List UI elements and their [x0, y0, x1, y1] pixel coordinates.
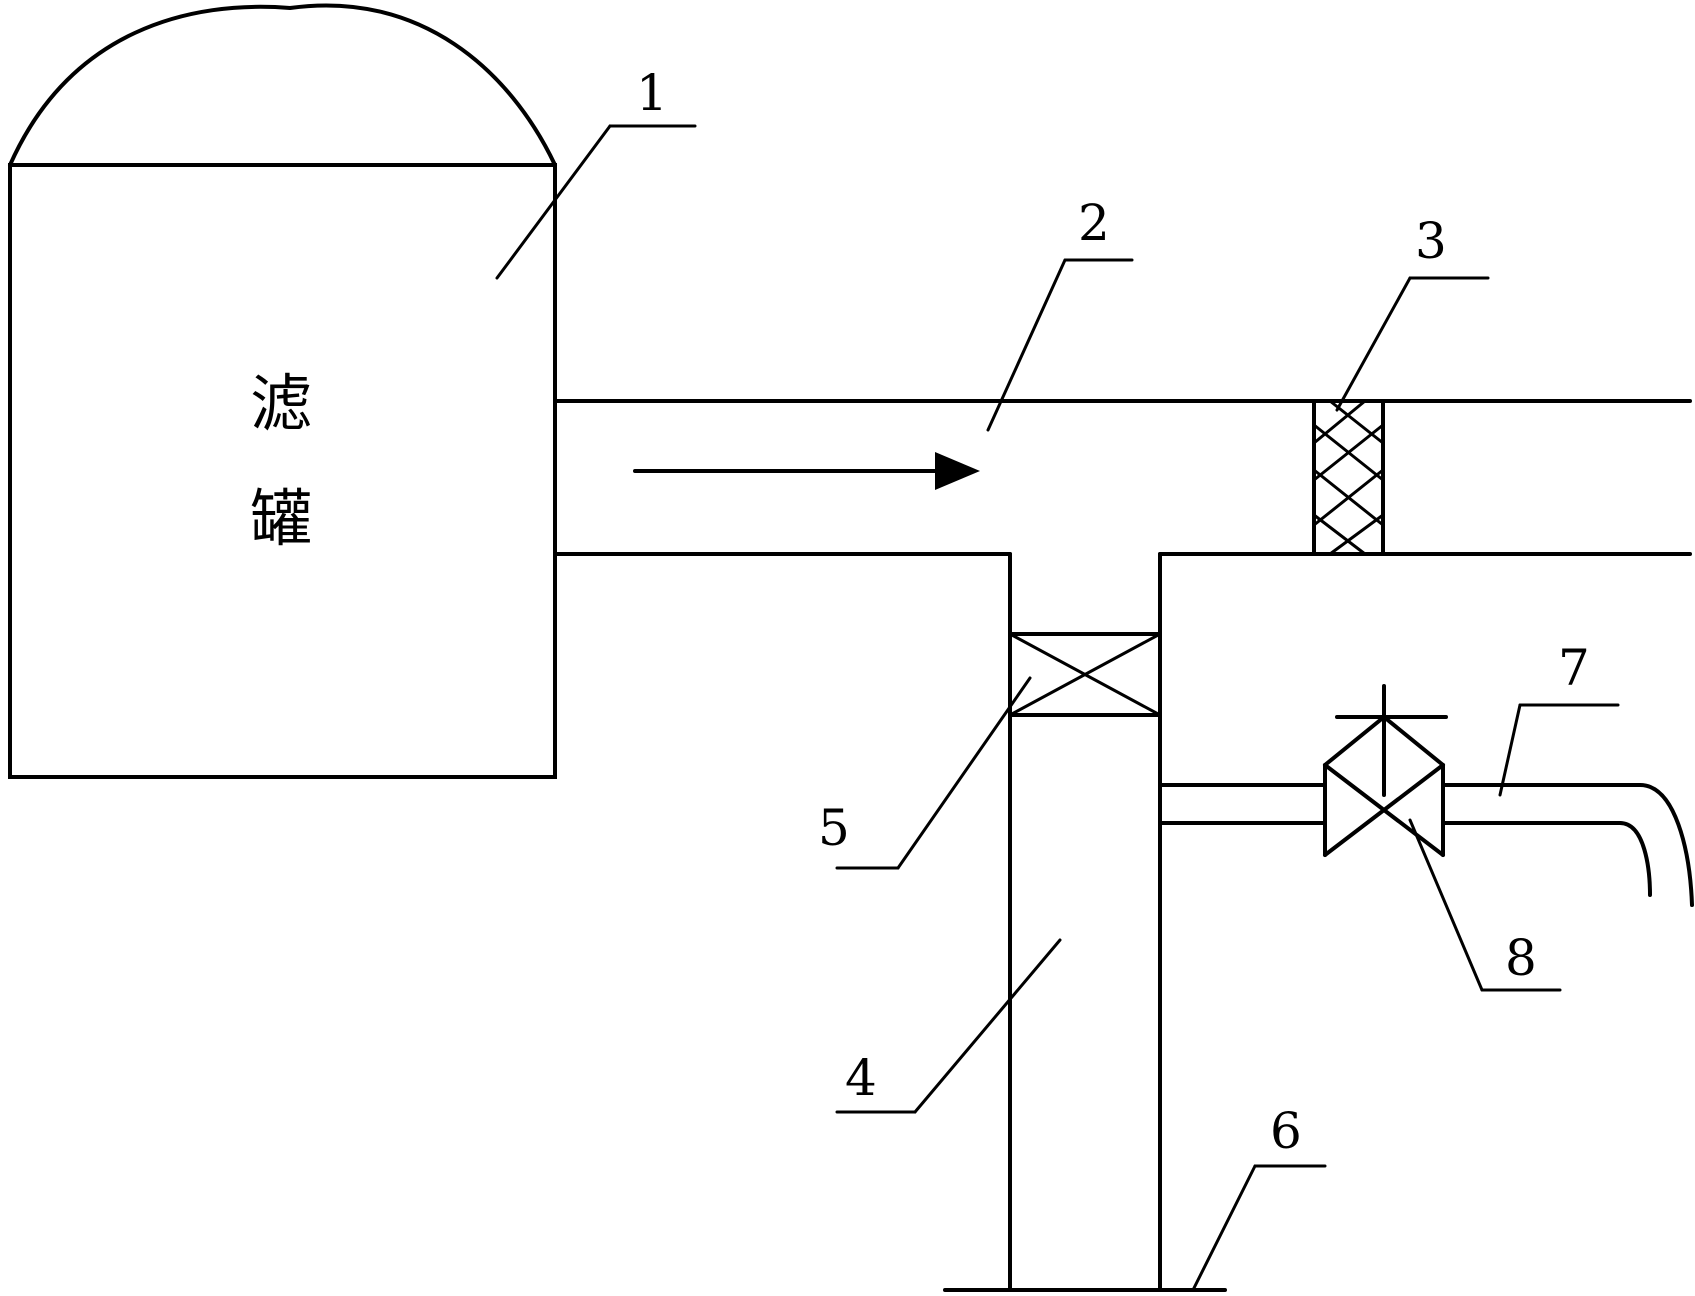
valve-icon	[1323, 684, 1448, 857]
tank-label-bottom: 罐	[250, 482, 312, 555]
callout-2: 2	[1078, 194, 1110, 252]
callout-6: 6	[1270, 1102, 1302, 1160]
tank-label-top: 滤	[250, 367, 312, 440]
callout-1: 1	[636, 64, 668, 122]
outlet-pipe	[1158, 783, 1694, 907]
vertical-branch-pipe	[1008, 552, 1162, 1292]
flow-arrow-icon	[633, 452, 980, 490]
callout-4: 4	[845, 1049, 877, 1107]
callout-3: 3	[1415, 212, 1447, 270]
callout-labels: 1 2 3 4 5 6 7 8	[636, 64, 1590, 1160]
main-pipe-filter	[1312, 399, 1385, 556]
leader-lines	[495, 124, 1620, 1292]
tank-dome	[8, 3, 557, 167]
filter-tank: 滤 罐	[8, 3, 557, 779]
callout-5: 5	[818, 799, 850, 857]
callout-7: 7	[1558, 639, 1590, 697]
callout-8: 8	[1505, 929, 1537, 987]
tank-body	[8, 163, 557, 779]
branch-pipe-filter	[1008, 632, 1162, 717]
main-pipe	[553, 399, 1692, 556]
